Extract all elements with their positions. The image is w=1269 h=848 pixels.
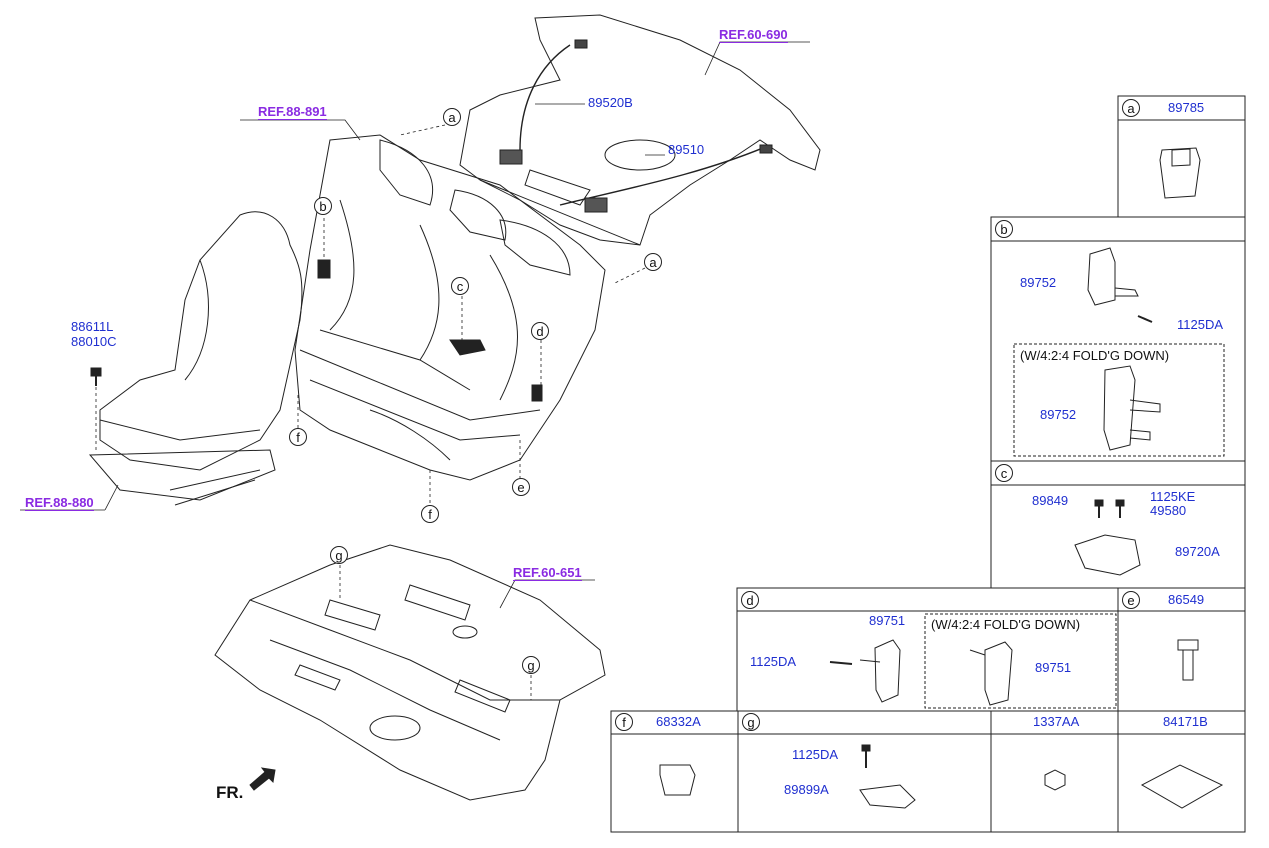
front-arrow-icon (249, 767, 276, 791)
part-label-89520b[interactable]: 89520B (588, 95, 633, 110)
pad-84171b-drawing (1140, 764, 1224, 809)
box-g-letter: g (742, 713, 760, 731)
bolt-86549-drawing (1177, 639, 1199, 651)
box-d-part-89751-left[interactable]: 89751 (869, 613, 906, 628)
grommet-68332a-drawing (659, 764, 696, 796)
callout-f-left[interactable]: f (289, 428, 307, 446)
box-d-part-89751-right[interactable]: 89751 (1035, 660, 1072, 675)
ref-88-880-link[interactable]: REF.88-880 (25, 495, 94, 511)
parts-table-grid (610, 95, 1246, 833)
bolt-drawing-88611l (90, 367, 102, 386)
nut-1337aa-drawing (1044, 769, 1066, 791)
bracket-89752-drawing (1087, 247, 1116, 306)
bracket-89720a-drawing (1074, 534, 1141, 576)
box-g-bolt-1125da[interactable]: 1125DA (792, 747, 839, 762)
box-f-letter: f (615, 713, 633, 731)
box-g-part-89899a[interactable]: 89899A (784, 782, 829, 797)
box-c-part-89849[interactable]: 89849 (1032, 493, 1069, 508)
part-label-88611l[interactable]: 88611L (71, 319, 114, 334)
box-e-letter: e (1122, 591, 1140, 609)
box-b-fold-note: (W/4:2:4 FOLD'G DOWN) (1020, 348, 1170, 363)
part-label-89510[interactable]: 89510 (668, 142, 705, 157)
rear-seat-drawing (294, 134, 606, 481)
box-b-letter: b (995, 220, 1013, 238)
box-b-bolt-1125da[interactable]: 1125DA (1177, 317, 1224, 332)
box-a-part-89785[interactable]: 89785 (1168, 100, 1205, 115)
callout-g-upper[interactable]: g (330, 546, 348, 564)
box-d-letter: d (741, 591, 759, 609)
ref-60-690-link[interactable]: REF.60-690 (719, 27, 788, 43)
bracket-89751-drawing (874, 639, 901, 703)
box-d-fold-note: (W/4:2:4 FOLD'G DOWN) (931, 617, 1081, 632)
box-f-part-68332a[interactable]: 68332A (656, 714, 701, 729)
leader-lines (20, 41, 810, 700)
callout-b[interactable]: b (314, 197, 332, 215)
box-e-part-86549[interactable]: 86549 (1168, 592, 1205, 607)
package-tray-drawing (459, 14, 821, 246)
box-b-part-89752-bottom[interactable]: 89752 (1040, 407, 1077, 422)
box-c-letter: c (995, 464, 1013, 482)
callout-c[interactable]: c (451, 277, 469, 295)
box-a-letter: a (1122, 99, 1140, 117)
front-direction-label: FR. (216, 783, 244, 802)
callout-a-upper[interactable]: a (443, 108, 461, 126)
box-c-part-89720a[interactable]: 89720A (1175, 544, 1220, 559)
part-label-88010c[interactable]: 88010C (71, 334, 117, 349)
callout-g-lower[interactable]: g (522, 656, 540, 674)
ref-60-651-link[interactable]: REF.60-651 (513, 565, 582, 581)
box-c-part-49580[interactable]: 49580 (1150, 503, 1187, 518)
box-i-part-84171b[interactable]: 84171B (1163, 714, 1208, 729)
clip-89785-drawing (1159, 147, 1201, 199)
callout-e[interactable]: e (512, 478, 530, 496)
callout-a-lower[interactable]: a (644, 253, 662, 271)
callout-f-right[interactable]: f (421, 505, 439, 523)
bracket-89899a-drawing (859, 784, 916, 809)
part-sketches (659, 147, 1224, 809)
ref-88-891-link[interactable]: REF.88-891 (258, 104, 327, 120)
callout-d[interactable]: d (531, 322, 549, 340)
floor-panel-drawing (214, 544, 606, 801)
box-h-part-1337aa[interactable]: 1337AA (1033, 714, 1080, 729)
front-seat-drawing (88, 211, 303, 506)
box-b-part-89752-top[interactable]: 89752 (1020, 275, 1057, 290)
box-c-part-1125ke[interactable]: 1125KE (1150, 489, 1196, 504)
box-d-bolt-1125da[interactable]: 1125DA (750, 654, 797, 669)
